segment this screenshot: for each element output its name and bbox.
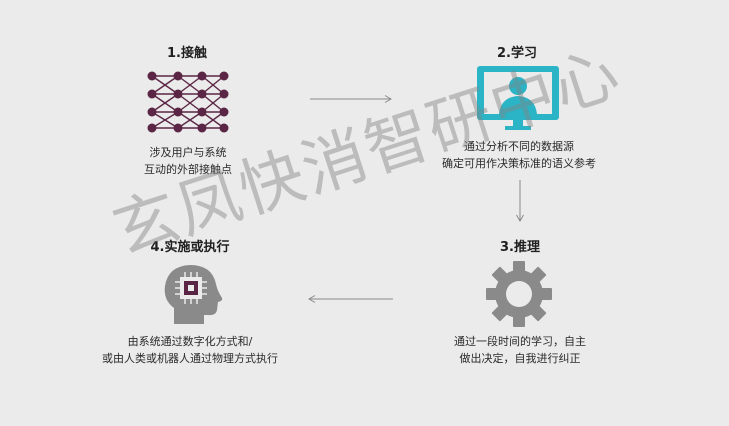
- step-2-description: 通过分析不同的数据源 确定可用作决策标准的语义参考: [442, 138, 596, 172]
- step-2-desc-line-1: 通过分析不同的数据源: [464, 140, 574, 153]
- arrow-left-icon: [308, 295, 393, 303]
- step-1-desc-line-1: 涉及用户与系统: [149, 146, 227, 159]
- step-3-desc-line-1: 通过一段时间的学习，自主: [454, 335, 586, 348]
- step-4-description: 由系统通过数字化方式和/ 或由人类或机器人通过物理方式执行: [102, 333, 278, 367]
- step-1-description: 涉及用户与系统 互动的外部接触点: [144, 144, 232, 178]
- step-2-title: 2.学习: [497, 46, 537, 61]
- neural-network-icon: [147, 71, 229, 133]
- step-3-title: 3.推理: [500, 240, 540, 255]
- step-2-desc-line-2: 确定可用作决策标准的语义参考: [442, 157, 596, 170]
- step-4-title: 4.实施或执行: [150, 240, 230, 255]
- head-chip-icon: [164, 265, 223, 324]
- arrow-down-icon: [516, 180, 524, 222]
- step-4-desc-line-1: 由系统通过数字化方式和/: [127, 335, 253, 348]
- step-3-description: 通过一段时间的学习，自主 做出决定，自我进行纠正: [454, 333, 586, 367]
- gear-icon: [486, 261, 552, 327]
- step-1-desc-line-2: 互动的外部接触点: [144, 163, 232, 176]
- step-1-title: 1.接触: [167, 46, 207, 61]
- arrow-right-icon: [310, 95, 392, 103]
- step-3-desc-line-2: 做出决定，自我进行纠正: [459, 352, 581, 365]
- user-monitor-icon: [477, 66, 559, 130]
- step-4-desc-line-2: 或由人类或机器人通过物理方式执行: [102, 352, 278, 365]
